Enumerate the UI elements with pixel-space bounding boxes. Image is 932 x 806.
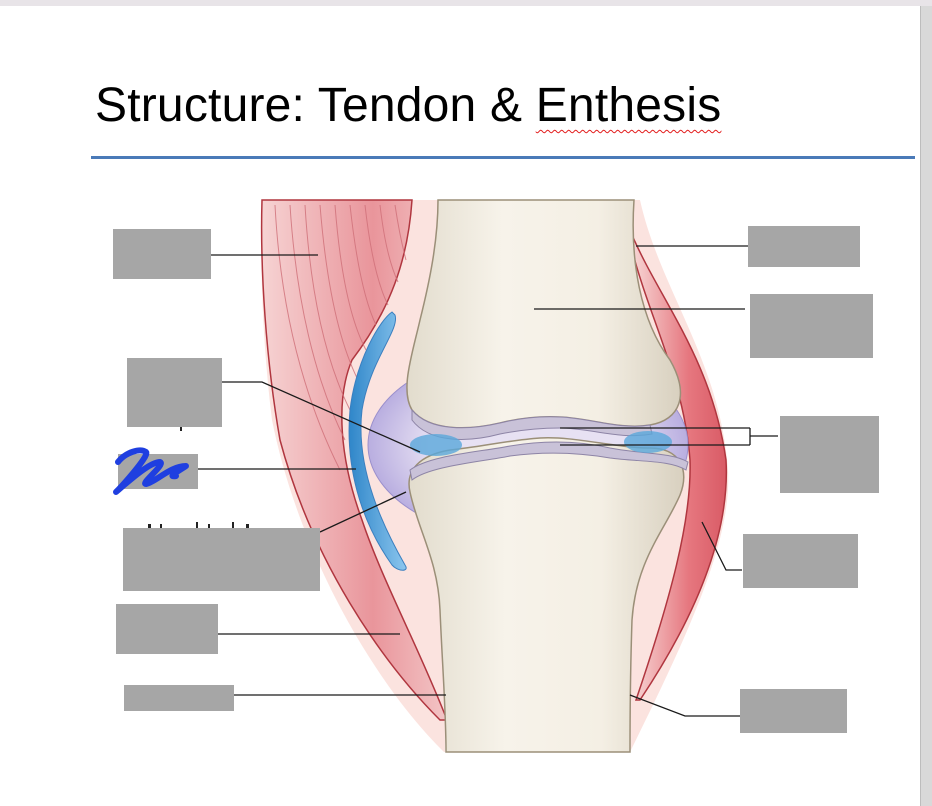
label-box-11: [740, 689, 847, 733]
label-box-10: [743, 534, 858, 588]
label-box-7: [748, 226, 860, 267]
label-box-1: [113, 229, 211, 279]
label-box-6: [124, 685, 234, 711]
label-box-5: [116, 604, 218, 654]
label-box-4: [123, 528, 320, 591]
label-box-9: [780, 416, 879, 493]
label-box-8: [750, 294, 873, 358]
vertical-scrollbar[interactable]: [920, 6, 932, 806]
synovial-fluid-right: [624, 431, 672, 453]
synovial-fluid-left: [410, 434, 462, 456]
label-box-2: [127, 358, 222, 427]
